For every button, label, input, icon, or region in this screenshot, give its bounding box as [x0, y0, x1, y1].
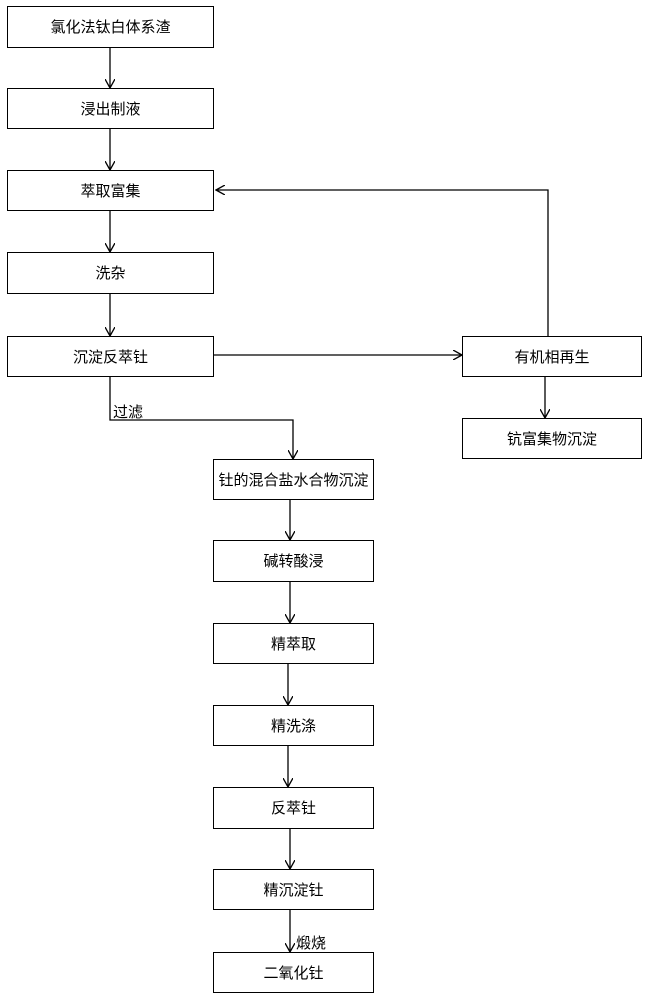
node-thorium-dioxide: 二氧化钍: [213, 952, 374, 993]
node-scandium-concentrate: 钪富集物沉淀: [462, 418, 642, 459]
node-scrubbing: 洗杂: [7, 252, 214, 294]
node-fine-extraction: 精萃取: [213, 623, 374, 664]
node-fine-thorium-precipitation: 精沉淀钍: [213, 869, 374, 910]
node-fine-washing: 精洗涤: [213, 705, 374, 746]
arrow-n5-n6-filter: [109, 377, 293, 459]
node-precipitation-stripping: 沉淀反萃钍: [7, 336, 214, 377]
node-chlorination-slag: 氯化法钛白体系渣: [7, 6, 214, 48]
node-thorium-salt-precipitate: 钍的混合盐水合物沉淀: [213, 459, 374, 500]
node-organic-regeneration: 有机相再生: [462, 336, 642, 377]
edge-label-calcine: 煅烧: [296, 934, 327, 952]
node-extraction-enrichment: 萃取富集: [7, 170, 214, 211]
arrow-n13-n3: [216, 190, 549, 336]
node-leaching: 浸出制液: [7, 88, 214, 129]
node-alkali-acid-leach: 碱转酸浸: [213, 540, 374, 582]
node-thorium-stripping: 反萃钍: [213, 787, 374, 829]
edge-label-filter: 过滤: [113, 403, 144, 421]
